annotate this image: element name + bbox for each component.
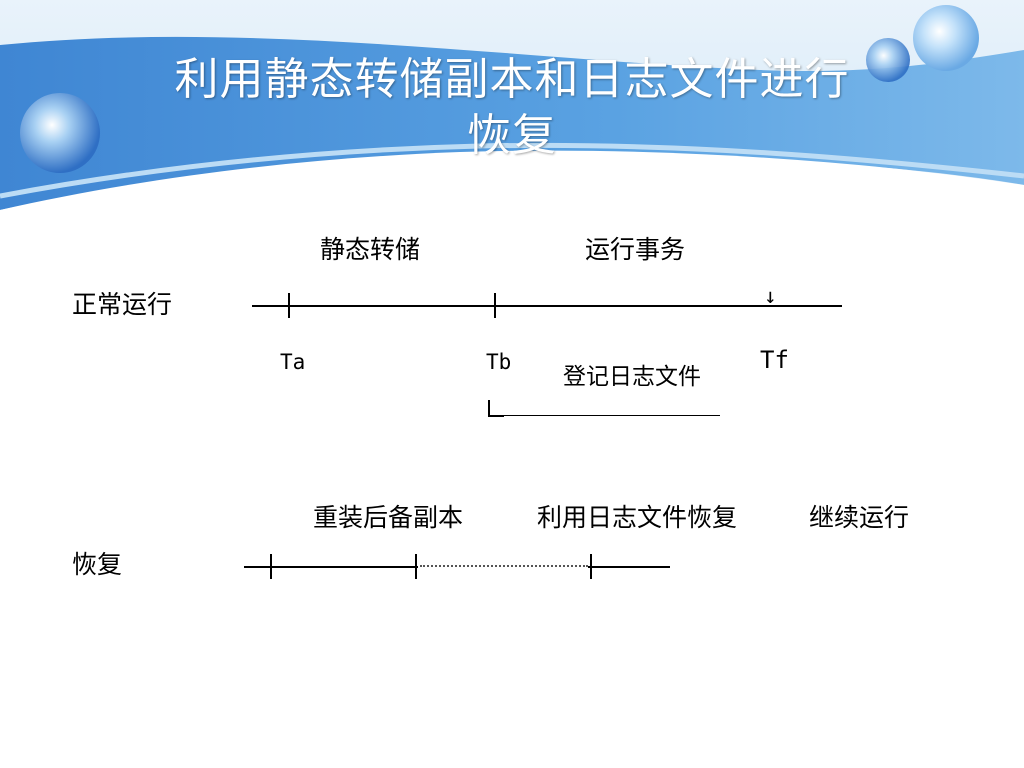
tick-recovery-start bbox=[270, 554, 272, 579]
decorative-orb-small bbox=[866, 38, 910, 82]
decorative-orb-left bbox=[20, 93, 100, 173]
mark-tb: Tb bbox=[486, 350, 512, 374]
row-label-normal-run: 正常运行 bbox=[72, 290, 173, 319]
decorative-orb-right bbox=[913, 5, 979, 71]
label-recover-with-log: 利用日志文件恢复 bbox=[537, 503, 738, 532]
failure-arrow-icon: ↓ bbox=[764, 284, 777, 308]
recovery-timeline-reload bbox=[244, 566, 418, 568]
label-log-file: 登记日志文件 bbox=[563, 364, 701, 390]
label-run-transactions: 运行事务 bbox=[585, 235, 686, 264]
label-static-dump: 静态转储 bbox=[320, 235, 421, 264]
tick-recovery-reload-end bbox=[415, 554, 417, 579]
title-line-2: 恢复 bbox=[467, 110, 557, 161]
header-wave-graphic bbox=[0, 0, 1024, 215]
normal-run-timeline bbox=[252, 305, 842, 307]
label-continue-run: 继续运行 bbox=[809, 503, 910, 532]
tick-recovery-log-end bbox=[590, 554, 592, 579]
log-bracket-foot bbox=[488, 415, 504, 417]
mark-ta: Ta bbox=[280, 350, 306, 374]
log-range-line bbox=[504, 415, 720, 416]
header-banner: 利用静态转储副本和日志文件进行 恢复 bbox=[0, 0, 1024, 215]
label-reload-backup: 重装后备副本 bbox=[313, 503, 464, 532]
recovery-timeline-log-dotted bbox=[420, 565, 588, 567]
page-title: 利用静态转储副本和日志文件进行 恢复 bbox=[112, 52, 912, 164]
log-bracket-vertical bbox=[488, 400, 490, 417]
mark-tf: Tf bbox=[760, 346, 789, 374]
tick-ta bbox=[288, 293, 290, 318]
tick-tb bbox=[494, 293, 496, 318]
title-line-1: 利用静态转储副本和日志文件进行 bbox=[174, 54, 850, 105]
recovery-timeline-continue bbox=[588, 566, 670, 568]
row-label-recovery: 恢复 bbox=[72, 550, 123, 579]
